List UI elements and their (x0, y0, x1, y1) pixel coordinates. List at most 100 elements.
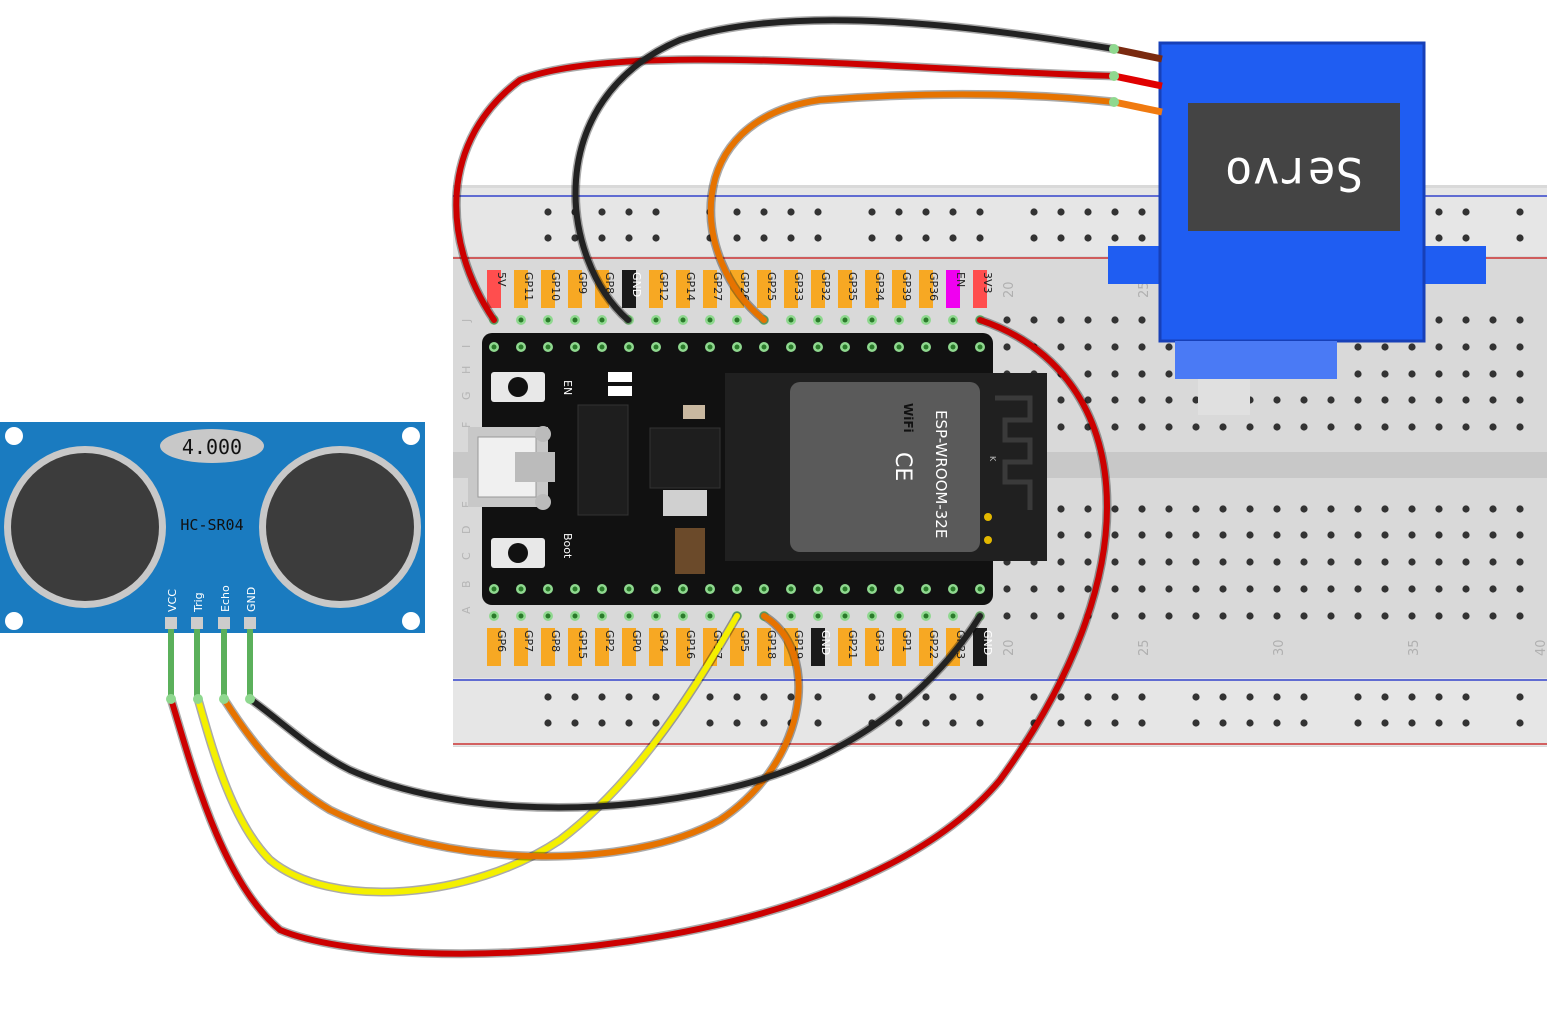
breadboard-hole (1489, 612, 1497, 620)
pin-label-bg (811, 270, 825, 308)
rail-hole (922, 719, 930, 727)
rail-hole (625, 234, 633, 242)
header-pin-center (896, 613, 902, 619)
rail-hole (1435, 208, 1443, 216)
header-pin-center (815, 344, 821, 350)
breadboard-hole (1408, 585, 1416, 593)
breadboard-hole (1300, 612, 1308, 620)
rail-hole (1111, 693, 1119, 701)
rail-hole (814, 719, 822, 727)
pin-label-bg (946, 270, 960, 308)
breadboard-hole (1192, 423, 1200, 431)
en-button[interactable] (491, 372, 545, 402)
header-pin-center (491, 344, 497, 350)
pin-label-bg (622, 270, 636, 308)
pin-label: GP5 (738, 630, 751, 652)
sensor-vcc-wire (168, 317, 1110, 957)
breadboard-hole (1192, 505, 1200, 513)
breadboard-hole (1111, 612, 1119, 620)
en-button-label: EN (561, 380, 574, 395)
breadboard-hole (1273, 423, 1281, 431)
antenna-trace (995, 395, 1033, 510)
rail-hole (1462, 693, 1470, 701)
sensor-pin-gnd: GND (245, 587, 258, 612)
breadboard-hole (1138, 396, 1146, 404)
header-pin-center (572, 344, 578, 350)
boot-button[interactable] (491, 538, 545, 568)
row-letter: J (460, 319, 473, 323)
breadboard-hole (1462, 558, 1470, 566)
wire-end (166, 694, 176, 704)
breadboard-hole (1435, 423, 1443, 431)
pin-label-bg (892, 270, 906, 308)
rail-hole (1408, 719, 1416, 727)
pin-label: GP34 (873, 272, 886, 301)
rail-hole (652, 208, 660, 216)
rail-hole (814, 234, 822, 242)
header-pin-center (788, 613, 794, 619)
breadboard-hole (1489, 370, 1497, 378)
rail-hole (949, 208, 957, 216)
pin-label-bg (811, 628, 825, 666)
breadboard-hole (1273, 558, 1281, 566)
rail-hole (1435, 693, 1443, 701)
header-pin-center (950, 586, 956, 592)
header-pin-center (707, 317, 713, 323)
pin-label: GP0 (630, 630, 643, 652)
breadboard-hole (1246, 505, 1254, 513)
wire-end (219, 694, 229, 704)
breadboard-hole (1273, 505, 1281, 513)
pin-label-bg (892, 628, 906, 666)
breadboard-hole (1111, 423, 1119, 431)
breadboard-hole (1327, 423, 1335, 431)
header-pin-center (896, 586, 902, 592)
breadboard-hole (1435, 370, 1443, 378)
breadboard-hole (1516, 370, 1524, 378)
rail-hole (868, 693, 876, 701)
pin-label-bg (487, 270, 501, 308)
pin-label-bg (676, 270, 690, 308)
header-pin-center (977, 344, 983, 350)
header-pin-center (815, 317, 821, 323)
row-letter: D (460, 526, 473, 534)
breadboard-hole (1435, 558, 1443, 566)
rail-hole (652, 234, 660, 242)
header-pin-center (599, 613, 605, 619)
breadboard-hole (1300, 505, 1308, 513)
servo-label: Servo (1225, 147, 1363, 201)
pin-label-bg (541, 270, 555, 308)
rail-hole (1030, 693, 1038, 701)
breadboard-hole (1219, 505, 1227, 513)
wire-end (245, 694, 255, 704)
rail-hole (1219, 719, 1227, 727)
header-pin-center (518, 586, 524, 592)
breadboard-hole (1192, 531, 1200, 539)
breadboard-hole (1327, 558, 1335, 566)
breadboard-hole (1462, 585, 1470, 593)
rail-hole (1354, 719, 1362, 727)
servo-power-wire (453, 56, 1117, 323)
wire-end (193, 694, 203, 704)
rail-hole (1219, 693, 1227, 701)
breadboard-hole (1246, 612, 1254, 620)
breadboard-hole (1408, 531, 1416, 539)
breadboard-hole (1489, 558, 1497, 566)
servo-motor: Servo (1108, 41, 1486, 415)
breadboard-hole (1165, 585, 1173, 593)
rail-hole (706, 719, 714, 727)
breadboard-hole (1057, 316, 1065, 324)
rail-hole (571, 693, 579, 701)
breadboard-hole (1057, 343, 1065, 351)
pin-label-bg (730, 628, 744, 666)
breadboard-hole (1408, 505, 1416, 513)
header-pin-center (626, 613, 632, 619)
pin-label: GP39 (900, 272, 913, 301)
rail-hole (1381, 719, 1389, 727)
header-pin-center (518, 613, 524, 619)
wire-end (1109, 44, 1119, 54)
row-letter: C (460, 552, 473, 560)
pin-label-bg (649, 628, 663, 666)
header-pin-center (491, 586, 497, 592)
breadboard-hole (1435, 316, 1443, 324)
breadboard-hole (1381, 612, 1389, 620)
